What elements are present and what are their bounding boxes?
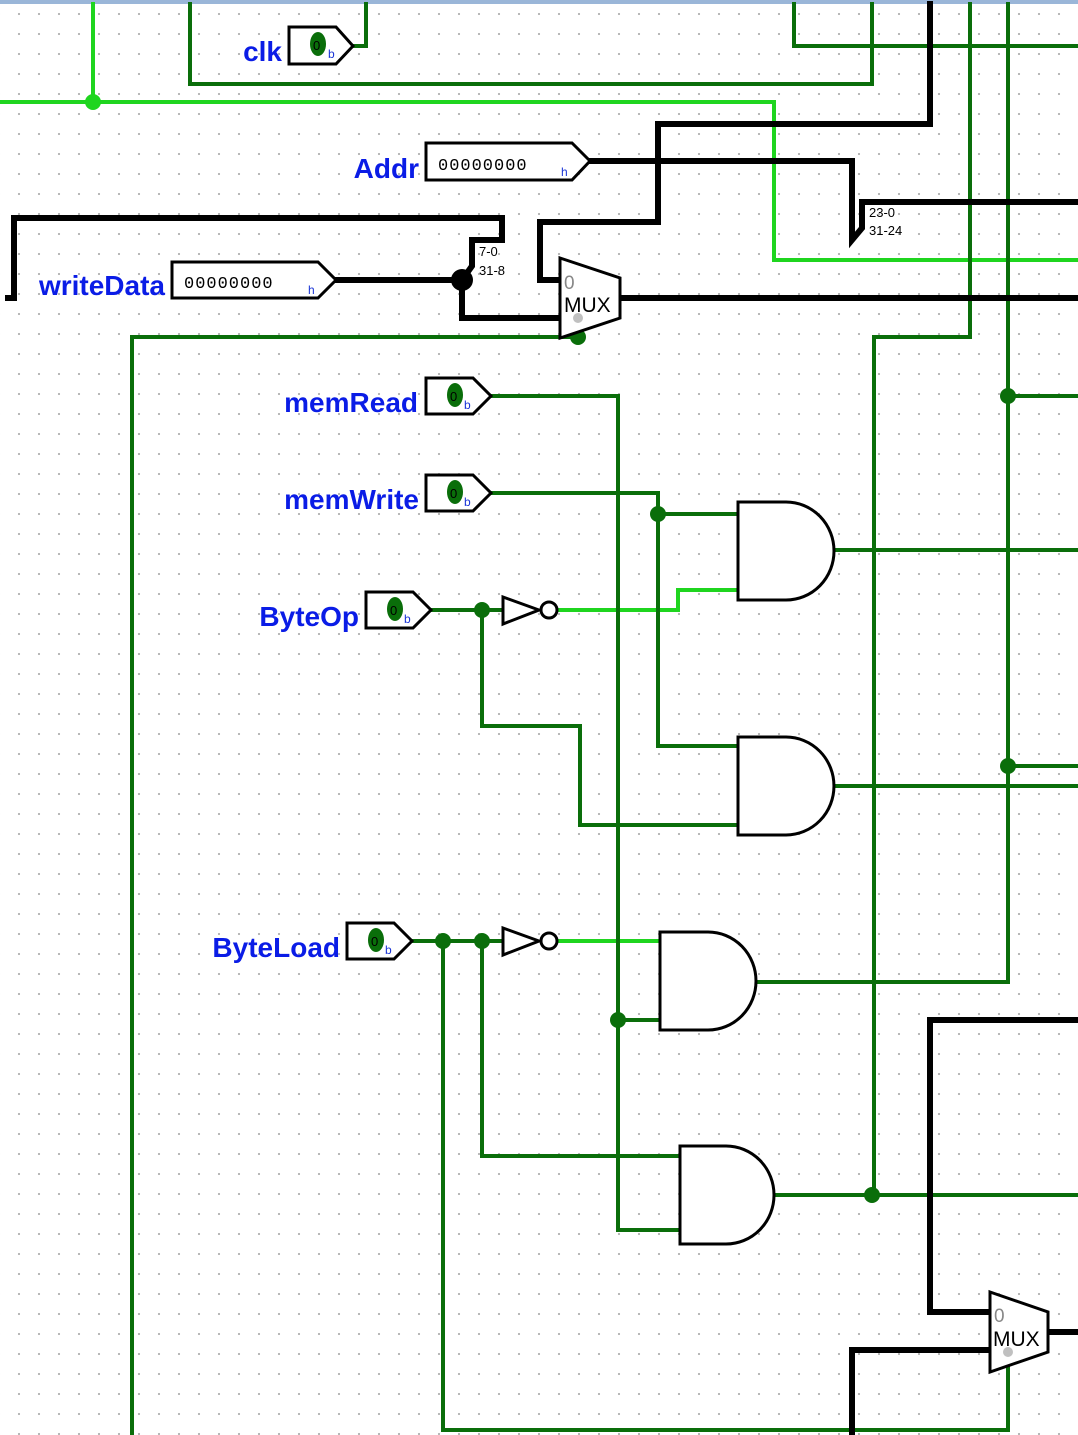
bus-lower-mux-in0 xyxy=(927,1017,1078,1315)
pin-state-indicator xyxy=(447,383,463,407)
pin-label: memRead xyxy=(284,387,418,418)
pin-value: 0 xyxy=(450,389,457,404)
bus-writedata-low xyxy=(459,277,563,321)
inverter-bubble xyxy=(539,600,559,620)
and-gate-2[interactable] xyxy=(736,735,836,837)
junction-dot xyxy=(864,1187,880,1203)
pin-label: clk xyxy=(243,36,282,67)
wire-inv-byteop-out xyxy=(558,588,740,612)
wire-memwrite-and2 xyxy=(656,512,740,748)
splitter-low-label: 7-0 xyxy=(479,244,498,259)
junction-dot xyxy=(451,269,473,291)
mux-label: MUX xyxy=(993,1328,1040,1351)
and-gate-4[interactable] xyxy=(678,1144,776,1246)
pin-value: 0 xyxy=(390,603,397,618)
not-gate-byteop[interactable] xyxy=(501,594,559,627)
inverter-bubble xyxy=(539,931,559,951)
pin-label: ByteOp xyxy=(259,601,359,632)
junction-dot xyxy=(474,602,490,618)
wire-top-right-1 xyxy=(792,2,1078,48)
input-pin-writedata[interactable]: writeData 00000000 h xyxy=(38,260,339,301)
wire-top-high xyxy=(0,100,1078,262)
junction-dot xyxy=(85,94,101,110)
pin-radix: h xyxy=(308,283,315,297)
junction-dot xyxy=(435,933,451,949)
pin-state-indicator xyxy=(310,32,326,56)
and-gate-3[interactable] xyxy=(658,930,758,1032)
wire-byteload-bottom xyxy=(441,939,1010,1432)
mux-upper[interactable]: 0 MUX xyxy=(558,255,622,341)
input-pin-byteload[interactable]: ByteLoad 0 b xyxy=(212,921,415,963)
pin-label: ByteLoad xyxy=(212,932,340,963)
mux-select-pin xyxy=(1003,1347,1013,1357)
wire-clk xyxy=(350,2,368,48)
splitter-writedata[interactable]: 7-0 31-8 xyxy=(479,244,505,278)
wire-byteload-branch xyxy=(480,939,682,1158)
input-pin-clk[interactable]: clk 0 b xyxy=(243,25,356,67)
wire-byteop-branch xyxy=(480,608,740,827)
pin-state-indicator xyxy=(368,928,384,952)
pin-value: 0 xyxy=(313,38,320,53)
mux-select-value: 0 xyxy=(564,273,575,294)
junction-dot xyxy=(650,506,666,522)
pin-label: memWrite xyxy=(284,484,419,515)
pin-radix: b xyxy=(404,612,411,626)
bus-writedata-loop xyxy=(5,215,505,301)
bus-lower-mux-in1 xyxy=(849,1347,993,1435)
and-gate-1[interactable] xyxy=(736,500,836,602)
not-gate-byteload[interactable] xyxy=(501,925,559,958)
pin-radix: b xyxy=(464,495,471,509)
junction-dot xyxy=(1000,758,1016,774)
pin-value: 00000000 xyxy=(184,275,274,294)
pin-value: 0 xyxy=(450,486,457,501)
input-pin-byteop[interactable]: ByteOp 0 b xyxy=(259,590,434,632)
mux-select-pin xyxy=(573,313,583,323)
bus-top-mux-loop xyxy=(537,1,933,283)
junction-dot xyxy=(1000,388,1016,404)
pin-state-indicator xyxy=(387,597,403,621)
wire-col-970 xyxy=(872,2,972,1197)
pin-radix: b xyxy=(464,398,471,412)
bus-addr xyxy=(587,158,1078,249)
wire-memread xyxy=(490,394,682,1232)
mux-select-value: 0 xyxy=(994,1306,1005,1327)
splitter-addr[interactable]: 23-0 31-24 xyxy=(869,205,902,238)
window-top-border xyxy=(0,0,1078,4)
junction-dot xyxy=(474,933,490,949)
pin-radix: b xyxy=(328,47,335,61)
pin-radix: h xyxy=(561,165,568,179)
input-pin-memread[interactable]: memRead 0 b xyxy=(284,376,494,418)
input-pin-addr[interactable]: Addr 00000000 h xyxy=(354,141,593,184)
splitter-low-label: 23-0 xyxy=(869,205,895,220)
mux-lower[interactable]: 0 MUX xyxy=(988,1289,1050,1375)
pin-state-indicator xyxy=(447,480,463,504)
pin-radix: b xyxy=(385,943,392,957)
pin-value: 0 xyxy=(371,934,378,949)
splitter-high-label: 31-8 xyxy=(479,263,505,278)
pin-label: Addr xyxy=(354,153,419,184)
input-pin-memwrite[interactable]: memWrite 0 b xyxy=(284,473,494,515)
wire-memwrite xyxy=(490,491,740,516)
pin-label: writeData xyxy=(38,270,165,301)
junction-dot xyxy=(610,1012,626,1028)
pin-value: 00000000 xyxy=(438,157,528,176)
mux-label: MUX xyxy=(564,294,611,317)
splitter-high-label: 31-24 xyxy=(869,223,902,238)
